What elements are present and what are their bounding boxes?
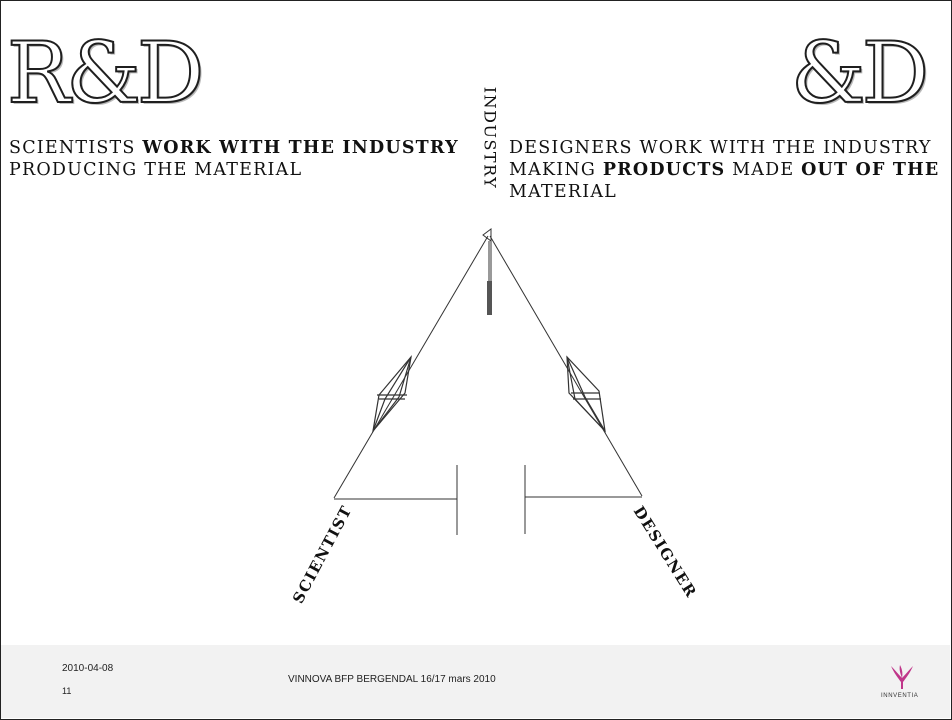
apex-mark	[483, 229, 491, 241]
left-arrow-diamond	[373, 357, 411, 431]
footer-page-number: 11	[62, 686, 71, 696]
left-leg	[334, 236, 488, 498]
footer-event: VINNOVA BFP BERGENDAL 16/17 mars 2010	[288, 674, 496, 685]
footer: 2010-04-08 11 VINNOVA BFP BERGENDAL 16/1…	[1, 645, 950, 718]
innventia-logo-text: INNVENTIA	[881, 693, 918, 699]
right-leg	[490, 236, 642, 496]
right-arrow-diamond	[567, 357, 605, 431]
innventia-logo-icon	[887, 664, 917, 690]
footer-date: 2010-04-08	[62, 663, 113, 674]
